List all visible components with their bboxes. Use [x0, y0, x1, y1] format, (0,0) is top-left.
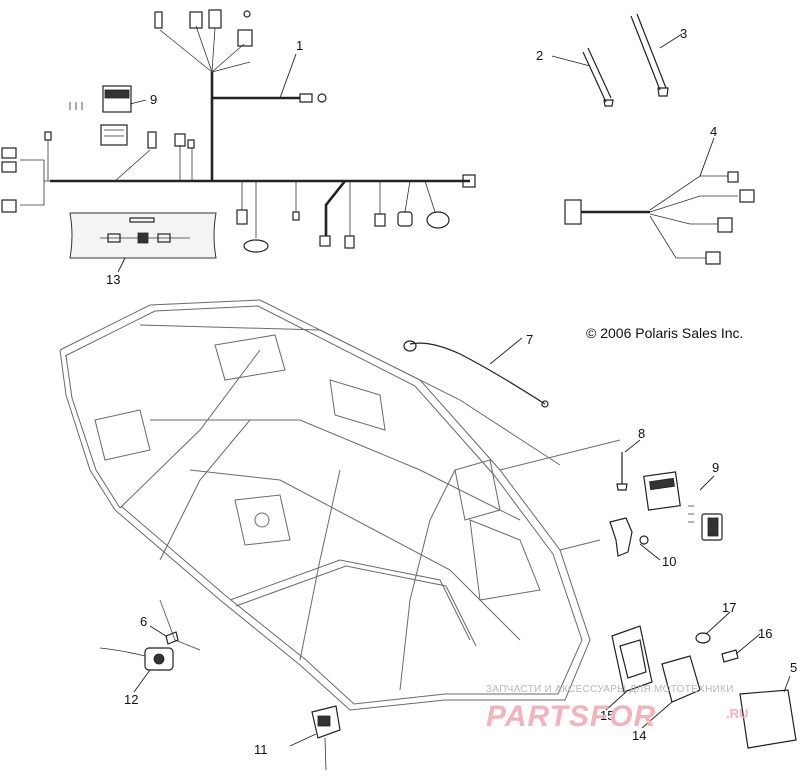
- callout-7: 7: [526, 332, 533, 347]
- mounting-bracket-10[interactable]: [609, 517, 649, 557]
- copyright-notice: © 2006 Polaris Sales Inc.: [586, 325, 743, 341]
- cable-tie-long[interactable]: [630, 13, 669, 97]
- callout-4: 4: [710, 124, 717, 139]
- bolt-8[interactable]: [616, 452, 628, 491]
- relay-block-upper[interactable]: [69, 85, 132, 146]
- clip-6[interactable]: [165, 631, 179, 645]
- callout-labels: 1 2 3 4 5 6 7 8 9 9 10 11 12 13 14 15 16…: [106, 26, 797, 757]
- callout-2: 2: [536, 48, 543, 63]
- splice-diagram-13: [69, 212, 217, 259]
- callout-12: 12: [124, 692, 138, 707]
- callout-14: 14: [632, 728, 646, 743]
- callout-9-upper: 9: [150, 92, 157, 107]
- leader-lines: [117, 33, 791, 747]
- site-watermark: ЗАПЧАСТИ И АКСЕССУАРЫ ДЛЯ МОТОТЕХНИКИ PA…: [486, 684, 748, 733]
- callout-15: 15: [600, 708, 614, 723]
- cable-tie-short[interactable]: [582, 47, 614, 107]
- watermark-brand: PARTSFOR: [486, 700, 656, 733]
- callout-9-lower: 9: [712, 460, 719, 475]
- screw-16[interactable]: [721, 649, 739, 663]
- callout-5: 5: [790, 660, 797, 675]
- atv-frame: [59, 299, 621, 711]
- callout-13: 13: [106, 272, 120, 287]
- callout-1: 1: [296, 38, 303, 53]
- callout-10: 10: [662, 554, 676, 569]
- callout-17: 17: [722, 600, 736, 615]
- component-12[interactable]: [99, 647, 174, 671]
- callout-6: 6: [140, 614, 147, 629]
- sub-harness[interactable]: [564, 171, 755, 265]
- bracket-15[interactable]: [611, 625, 653, 693]
- module-5[interactable]: [739, 689, 797, 749]
- grommet-17[interactable]: [695, 632, 711, 644]
- component-11[interactable]: [311, 705, 341, 771]
- callout-11: 11: [254, 742, 268, 757]
- relay-9[interactable]: [643, 471, 723, 541]
- callout-16: 16: [758, 626, 772, 641]
- main-wire-harness[interactable]: [1, 9, 476, 253]
- callout-3: 3: [680, 26, 687, 41]
- watermark-suffix: .RU: [726, 706, 748, 721]
- mounting-plate-14[interactable]: [661, 655, 701, 703]
- watermark-tagline: ЗАПЧАСТИ И АКСЕССУАРЫ ДЛЯ МОТОТЕХНИКИ: [486, 684, 734, 695]
- breather-hose[interactable]: [403, 340, 549, 408]
- callout-8: 8: [638, 426, 645, 441]
